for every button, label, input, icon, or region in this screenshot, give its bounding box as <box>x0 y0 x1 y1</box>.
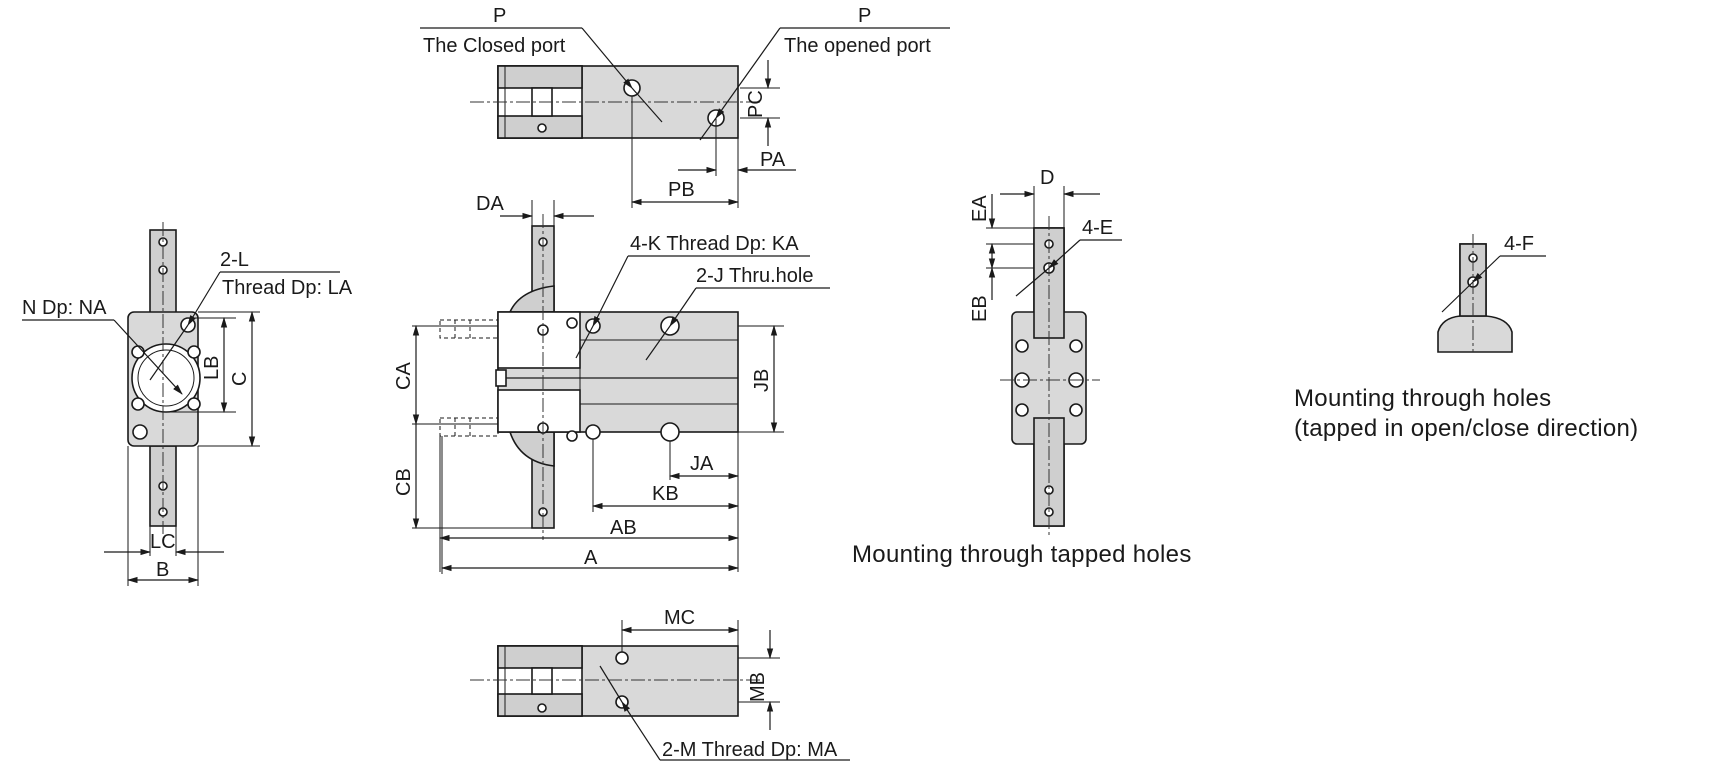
ea-label: EA <box>969 195 991 222</box>
top-view-ports: P The Closed port P The opened port PC P… <box>420 5 950 208</box>
lb-label: LB <box>201 356 223 380</box>
da-label: DA <box>476 193 504 215</box>
cb-label: CB <box>393 468 415 496</box>
jb-label: JB <box>751 369 773 392</box>
f4-label: 4-F <box>1504 233 1534 255</box>
p-closed-label: P <box>493 5 506 27</box>
a-label: A <box>584 547 598 569</box>
mb-label: MB <box>747 672 769 702</box>
pa-label: PA <box>760 149 786 171</box>
thread-la-label: Thread Dp: LA <box>222 277 353 299</box>
eb-label: EB <box>969 295 991 322</box>
m-thread-label: 2-M Thread Dp: MA <box>662 739 838 761</box>
kb-label: KB <box>652 483 679 505</box>
opened-port-label: The opened port <box>784 35 931 57</box>
mc-label: MC <box>664 607 695 629</box>
lc-label: LC <box>150 531 176 553</box>
closed-port-label: The Closed port <box>423 35 566 57</box>
ja-label: JA <box>690 453 714 475</box>
caption-thru-line2: (tapped in open/close direction) <box>1294 415 1638 442</box>
thread-k-label: 4-K Thread Dp: KA <box>630 233 799 255</box>
e4-label: 4-E <box>1082 217 1113 239</box>
l-label: 2-L <box>220 249 249 271</box>
pb-label: PB <box>668 179 695 201</box>
n-na-label: N Dp: NA <box>22 297 107 319</box>
caption-tapped: Mounting through tapped holes <box>852 541 1192 568</box>
bottom-view: MC MB 2-M Thread Dp: MA <box>470 607 850 761</box>
caption-thru-line1: Mounting through holes <box>1294 385 1551 412</box>
pc-label: PC <box>745 90 767 118</box>
m-thread-hole-top <box>615 651 629 665</box>
ab-label: AB <box>610 517 637 539</box>
p-opened-label: P <box>858 5 871 27</box>
thru-mount-view: 4-F Mounting through holes (tapped in op… <box>1294 233 1638 442</box>
left-side-view: N Dp: NA 2-L Thread Dp: LA LB C LC B <box>22 222 353 586</box>
ca-label: CA <box>393 362 415 390</box>
c-label: C <box>229 372 251 386</box>
front-view: DA 4-K Thread Dp: KA 2-J Thru.hole CA CB… <box>393 193 830 574</box>
tapped-mount-view: D EA EB 4-E Mounting through tapped hole… <box>852 167 1192 568</box>
d-label: D <box>1040 167 1054 189</box>
thru-j-label: 2-J Thru.hole <box>696 265 813 287</box>
b-label: B <box>156 559 169 581</box>
